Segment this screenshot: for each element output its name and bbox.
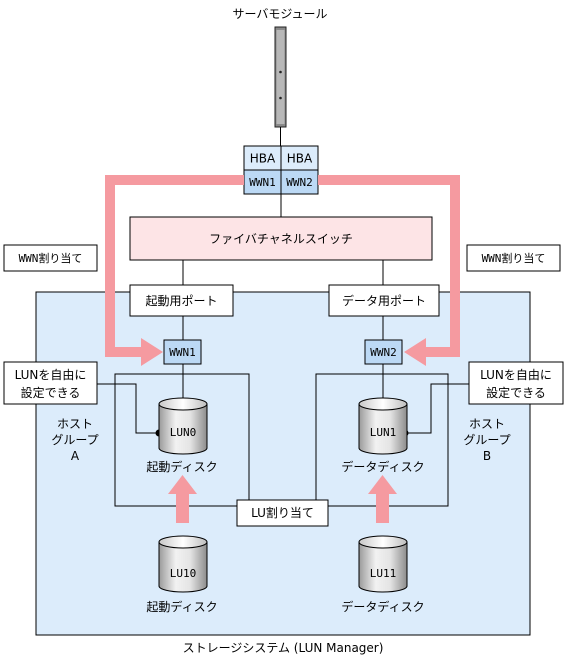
hba-label-1: HBA bbox=[250, 152, 276, 166]
lun0-caption: 起動ディスク bbox=[146, 459, 217, 474]
wwn-assign-arrow-right bbox=[318, 175, 460, 366]
lu11-disk-icon bbox=[358, 535, 408, 593]
host-group-b-line2: グループ bbox=[463, 433, 510, 447]
lun-free-right-box bbox=[468, 361, 564, 405]
wwn-assign-right-box bbox=[466, 244, 561, 272]
lun0-label: LUN0 bbox=[170, 426, 197, 439]
lun-free-left-line1: LUNを自由に bbox=[15, 368, 87, 382]
host-group-b-line1: ホスト bbox=[469, 417, 505, 431]
lun0-disk-icon bbox=[158, 397, 208, 455]
lu11-caption: データディスク bbox=[341, 599, 424, 614]
lun1-label: LUN1 bbox=[370, 426, 397, 439]
wwn-assign-right-label: WWN割り当て bbox=[482, 251, 546, 265]
server-module-label: サーバモジュール bbox=[232, 7, 327, 21]
fc-switch-label: ファイバチャネルスイッチ bbox=[209, 232, 353, 246]
lu10-caption: 起動ディスク bbox=[146, 599, 217, 614]
host-group-a-line1: ホスト bbox=[57, 417, 93, 431]
lun-free-right-line2: 設定できる bbox=[486, 385, 546, 400]
hba-label-2: HBA bbox=[287, 152, 313, 166]
hba-wwn1: WWN1 bbox=[249, 176, 276, 189]
lun1-disk-icon bbox=[358, 397, 408, 455]
wwn-assign-left-box bbox=[3, 244, 98, 272]
host-group-b-line3: B bbox=[483, 449, 491, 463]
wwn-assign-left-label: WWN割り当て bbox=[19, 251, 83, 265]
lu10-label: LU10 bbox=[170, 567, 197, 580]
lu10-disk-icon bbox=[158, 535, 208, 593]
data-port bbox=[328, 284, 440, 317]
lu-assign-arrow-left bbox=[168, 475, 197, 523]
lu-assign-box bbox=[236, 499, 329, 527]
lun1-caption: データディスク bbox=[341, 459, 424, 474]
lu11-label: LU11 bbox=[370, 567, 397, 580]
lun-free-right-line1: LUNを自由に bbox=[480, 368, 552, 382]
port-wwn2-box bbox=[364, 339, 403, 365]
hba-block: HBA HBA WWN1 WWN2 bbox=[243, 145, 319, 195]
hba-wwn2: WWN2 bbox=[286, 176, 313, 189]
host-group-a-line3: A bbox=[71, 449, 80, 463]
fc-switch bbox=[129, 216, 433, 261]
port-wwn2-label: WWN2 bbox=[370, 346, 397, 359]
lu-assign-arrow-right bbox=[368, 475, 397, 523]
data-port-label: データ用ポート bbox=[342, 293, 426, 308]
lun-free-left-line2: 設定できる bbox=[21, 385, 81, 400]
port-wwn1-box bbox=[163, 339, 202, 365]
port-wwn1-label: WWN1 bbox=[169, 346, 196, 359]
host-group-a-line2: グループ bbox=[51, 433, 98, 447]
storage-system-label: ストレージシステム (LUN Manager) bbox=[183, 641, 384, 655]
wwn-assign-arrow-left bbox=[105, 175, 244, 366]
boot-port bbox=[129, 284, 234, 317]
lun-free-left-box bbox=[3, 361, 98, 405]
lu-assign-label: LU割り当て bbox=[251, 505, 314, 520]
boot-port-label: 起動用ポート bbox=[145, 294, 217, 308]
